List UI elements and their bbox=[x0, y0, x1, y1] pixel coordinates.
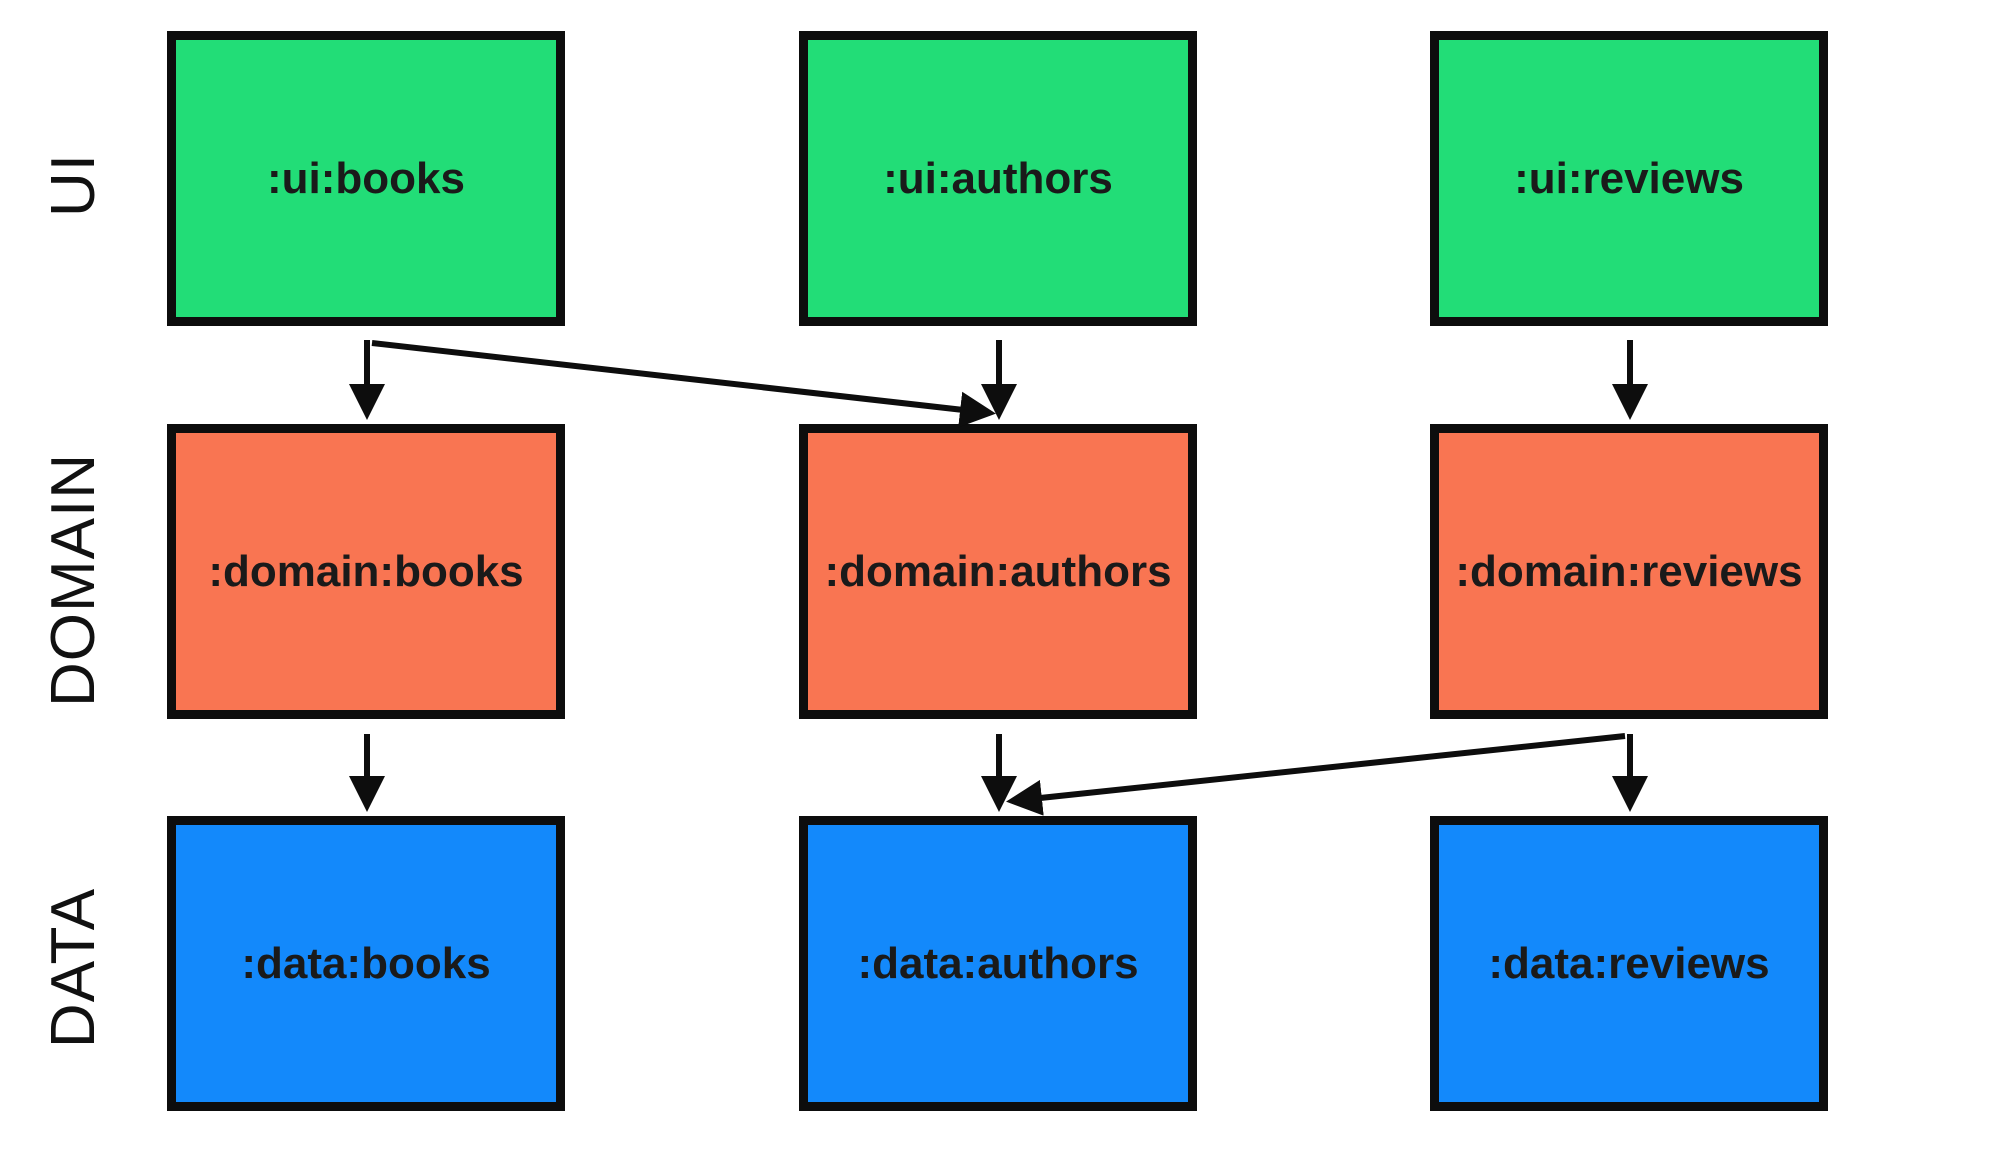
module-domain-authors: :domain:authors bbox=[799, 424, 1197, 719]
arrow-ui-books-to-domain-authors bbox=[371, 340, 996, 428]
module-domain-books: :domain:books bbox=[167, 424, 565, 719]
module-label: :data:authors bbox=[857, 938, 1139, 988]
module-ui-books: :ui:books bbox=[167, 31, 565, 326]
module-data-authors: :data:authors bbox=[799, 816, 1197, 1111]
module-label: :domain:reviews bbox=[1455, 546, 1803, 596]
module-label: :ui:books bbox=[267, 153, 465, 203]
module-label: :data:reviews bbox=[1488, 938, 1770, 988]
module-label: :ui:reviews bbox=[1514, 153, 1744, 203]
arrow-domain-reviews-to-data-authors bbox=[1006, 733, 1626, 816]
module-label: :data:books bbox=[241, 938, 491, 988]
dependency-arrows bbox=[349, 340, 1648, 816]
module-data-books: :data:books bbox=[167, 816, 565, 1111]
module-label: :domain:books bbox=[208, 546, 524, 596]
module-label: :domain:authors bbox=[824, 546, 1172, 596]
module-domain-reviews: :domain:reviews bbox=[1430, 424, 1828, 719]
module-ui-reviews: :ui:reviews bbox=[1430, 31, 1828, 326]
module-data-reviews: :data:reviews bbox=[1430, 816, 1828, 1111]
module-dependency-diagram: UI DOMAIN DATA :ui:books :ui:authors :ui… bbox=[39, 31, 1828, 1111]
module-ui-authors: :ui:authors bbox=[799, 31, 1197, 326]
module-label: :ui:authors bbox=[883, 153, 1113, 203]
